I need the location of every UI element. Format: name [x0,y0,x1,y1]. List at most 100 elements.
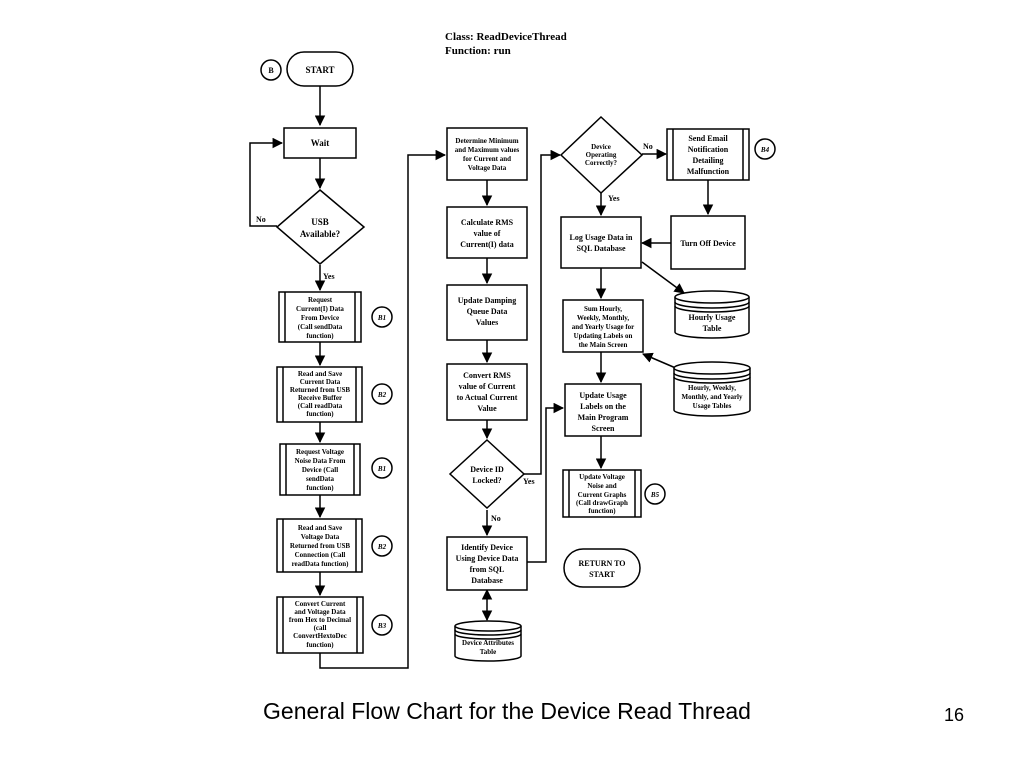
identify-device-line-3: from SQL [470,565,505,574]
update-labels-line-3: Main Program [578,413,629,422]
update-voltage-graphs-predefined: Update Voltage Noise and Current Graphs … [562,469,642,518]
connector-b2-second-label: B2 [377,543,387,551]
function-name-label: Function: run [445,45,511,57]
hwmy-usage-tables-db: Hourly, Weekly, Monthly, and Yearly Usag… [673,361,751,417]
connector-b4: B4 [754,138,776,160]
device-operating-line-1: Device [591,143,611,151]
request-voltage-line-4: sendData [306,475,335,483]
calc-rms-process: Calculate RMS value of Current(I) data [446,206,528,259]
usb-available-label-2: Available? [300,229,340,239]
update-labels-line-4: Screen [592,424,616,433]
log-usage-line-2: SQL Database [576,244,626,253]
request-voltage-predefined: Request Voltage Noise Data From Device (… [279,443,361,496]
request-voltage-line-3: Device (Call [302,466,338,474]
connector-b1-first: B1 [371,306,393,328]
request-current-line-1: Request [308,296,333,304]
hwmy-tables-line-2: Monthly, and Yearly [682,393,743,401]
read-save-current-line-1: Read and Save [298,370,342,378]
slide-number: 16 [943,705,964,725]
convert-hex-line-1: Convert Current [295,600,346,608]
identify-device-line-1: Identify Device [461,543,513,552]
read-save-current-line-5: (Call readData [298,402,343,410]
start-label: START [305,65,334,75]
update-labels-line-1: Update Usage [579,391,627,400]
edge-log-hourly [641,261,685,294]
sum-usage-line-5: the Main Screen [579,341,628,349]
connector-b-label: B [268,66,274,75]
update-damping-line-2: Queue Data [467,307,508,316]
read-save-current-predefined: Read and Save Current Data Returned from… [276,366,363,423]
request-current-predefined: Request Current(I) Data From Device (Cal… [278,291,362,343]
read-save-voltage-line-4: Connection (Call [295,551,346,559]
usb-no-label: No [256,215,266,224]
hwmy-tables-line-1: Hourly, Weekly, [688,384,736,392]
device-attributes-line-1: Device Attributes [462,639,514,647]
update-voltage-graphs-line-2: Noise and [587,482,616,490]
edge-identify-to-labels [527,402,565,563]
update-labels-process: Update Usage Labels on the Main Program … [564,383,642,437]
determine-minmax-line-3: for Current and [463,155,511,163]
read-save-current-line-2: Current Data [300,378,341,386]
request-voltage-line-5: function) [306,484,334,492]
usb-available-decision: USB Available? [275,189,366,265]
hourly-usage-line-1: Hourly Usage [689,313,736,322]
connector-b2-second: B2 [371,535,393,557]
update-voltage-graphs-line-5: function) [588,507,616,515]
calc-rms-line-1: Calculate RMS [461,218,514,227]
connector-b1-first-label: B1 [377,314,386,322]
convert-hex-line-2: and Voltage Data [294,608,346,616]
connector-b3: B3 [371,614,393,636]
return-to-start-line-1: RETURN TO [578,559,625,568]
sum-usage-line-4: Updating Labels on [574,332,633,340]
convert-rms-line-3: to Actual Current [457,393,518,402]
operating-no-label: No [643,142,653,151]
send-email-line-1: Send Email [688,134,728,143]
edge-usb-no-loop [249,137,284,227]
send-email-line-4: Malfunction [687,167,730,176]
determine-minmax-line-2: and Maximum values [455,146,520,154]
connector-b1-second-label: B1 [377,465,386,473]
update-damping-line-1: Update Damping [458,296,516,305]
identify-device-process: Identify Device Using Device Data from S… [446,536,528,591]
update-voltage-graphs-line-3: Current Graphs [578,491,627,499]
hourly-usage-table-db: Hourly Usage Table [674,290,750,339]
sum-usage-process: Sum Hourly, Weekly, Monthly, and Yearly … [562,299,644,353]
convert-hex-line-6: function) [306,641,334,649]
device-attributes-line-2: Table [480,648,496,656]
send-email-line-3: Detailing [692,156,723,165]
usb-yes-label: Yes [323,272,335,281]
return-to-start-terminal: RETURN TO START [563,548,641,588]
operating-yes-label: Yes [608,194,620,203]
locked-yes-label: Yes [523,477,535,486]
device-id-locked-decision: Device ID Locked? [448,438,526,510]
update-damping-process: Update Damping Queue Data Values [446,284,528,341]
wait-label: Wait [311,138,330,148]
connector-b3-label: B3 [377,622,387,630]
device-operating-decision: Device Operating Correctly? [559,115,644,195]
hourly-usage-line-2: Table [703,324,722,333]
read-save-voltage-line-5: readData function) [292,560,350,568]
log-usage-line-1: Log Usage Data in [570,233,633,242]
locked-no-label: No [491,514,501,523]
read-save-current-line-3: Returned from USB [290,386,350,394]
calc-rms-line-3: Current(I) data [460,240,513,249]
wait-process: Wait [283,127,357,159]
device-operating-line-2: Operating [586,151,617,159]
connectors [249,86,714,669]
connector-b2-first: B2 [371,383,393,405]
request-current-line-2: Current(I) Data [296,305,344,313]
request-voltage-line-2: Noise Data From [295,457,346,465]
connector-b: B [260,59,282,81]
request-current-line-4: (Call sendData [298,323,343,331]
sum-usage-line-3: and Yearly Usage for [572,323,635,331]
read-save-voltage-line-2: Voltage Data [301,533,340,541]
connector-b5-label: B5 [650,491,660,499]
return-to-start-line-2: START [589,570,615,579]
update-voltage-graphs-line-4: (Call drawGraph [576,499,628,507]
device-id-locked-line-1: Device ID [470,465,504,474]
convert-hex-line-5: ConvertHextoDec [293,632,347,640]
convert-hex-predefined: Convert Current and Voltage Data from He… [276,596,364,654]
flowchart: Class: ReadDeviceThread Function: run B [249,31,776,669]
determine-minmax-line-4: Voltage Data [468,164,507,172]
